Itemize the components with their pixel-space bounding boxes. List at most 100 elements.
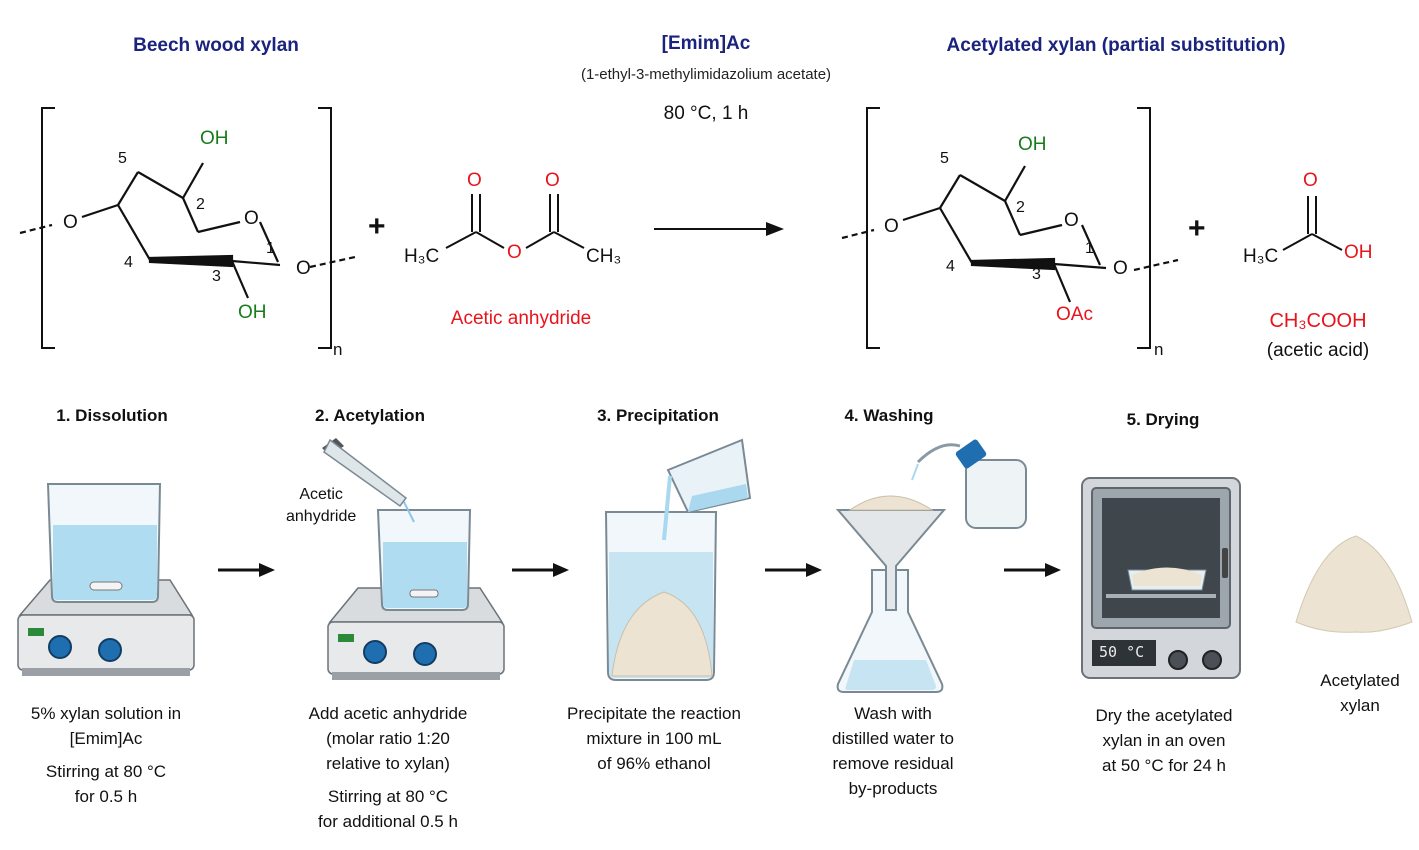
acetic-acid-formula: CH₃COOH [1269, 310, 1367, 332]
hotplate-stirrer-icon [327, 587, 505, 680]
step-2-line-2: (molar ratio 1:20 [326, 729, 450, 748]
step-3-line-3: of 96% ethanol [597, 754, 711, 773]
plus-sign-left: + [368, 210, 386, 243]
step-5-title: 5. Drying [1126, 410, 1200, 429]
wash-bottle-icon [911, 439, 1027, 529]
reaction-arrow [654, 222, 784, 236]
anhydride-bridging-o: O [507, 242, 522, 263]
ring-oxygen: O [244, 208, 259, 229]
step-2-line-4: Stirring at 80 °C [327, 787, 449, 806]
step-5-description: Dry the acetylated xylan in an oven at 5… [1095, 703, 1232, 778]
product-c3-acetyl: OAc [1056, 304, 1093, 325]
step-5-line-1: Dry the acetylated [1095, 706, 1233, 725]
right-bracket-open [866, 107, 880, 349]
solvent-name: (1-ethyl-3-methylimidazolium acetate) [580, 66, 832, 83]
arrow-right-icon [1004, 563, 1061, 577]
final-product-label: Acetylated xylan [1320, 668, 1399, 718]
step-1-line-2: [Emim]Ac [69, 729, 143, 748]
step-3-line-1: Precipitate the reaction [567, 704, 741, 723]
erlenmeyer-flask-icon [836, 569, 944, 693]
acetylated-xylan-ring [841, 165, 1179, 303]
final-product-line-1: Acetylated [1320, 671, 1400, 690]
c3-hydroxyl: OH [238, 302, 267, 323]
position-5-label: 5 [118, 150, 127, 167]
funnel-icon [835, 495, 947, 611]
step-1-line-3: Stirring at 80 °C [45, 762, 167, 781]
reaction-conditions: 80 °C, 1 h [663, 103, 749, 124]
step-4-description: Wash with distilled water to remove resi… [832, 701, 954, 801]
anhydride-name: Acetic anhydride [450, 308, 592, 329]
anhydride-methyl-left: H₃C [404, 246, 440, 267]
step-5-line-3: at 50 °C for 24 h [1102, 756, 1226, 775]
step-2-title: 2. Acetylation [315, 406, 425, 425]
product-glycosidic-oxygen-left: O [884, 216, 899, 237]
position-3-label: 3 [212, 268, 221, 285]
callout-line-2: anhydride [286, 508, 357, 525]
acetic-acid-structure [1282, 196, 1343, 251]
c2-hydroxyl: OH [200, 128, 229, 149]
position-1-label: 1 [266, 240, 275, 257]
glycosidic-oxygen-right: O [296, 258, 311, 279]
product-position-4: 4 [946, 258, 955, 275]
step-1-line-1: 5% xylan solution in [30, 704, 182, 723]
oven-icon [1081, 477, 1241, 679]
final-product-line-2: xylan [1340, 696, 1380, 715]
beaker-icon [46, 483, 162, 603]
step-1-description: 5% xylan solution in [Emim]Ac Stirring a… [31, 701, 181, 809]
step-4-line-1: Wash with [854, 704, 932, 723]
callout-line-1: Acetic [299, 486, 343, 503]
step-1-line-4: for 0.5 h [74, 787, 138, 806]
oven-temperature-display: 50 °C [1099, 643, 1145, 661]
arrow-right-icon [218, 563, 275, 577]
acetic-anhydride-structure [445, 194, 585, 249]
step-4-title: 4. Washing [844, 406, 934, 425]
step-4-line-3: remove residual [832, 754, 954, 773]
left-bracket-close [318, 107, 332, 349]
product-position-1: 1 [1085, 240, 1094, 257]
product-position-5: 5 [940, 150, 949, 167]
product-ring-oxygen: O [1064, 210, 1079, 231]
beaker-icon [604, 511, 718, 681]
repeat-unit-n-left: n [333, 340, 343, 359]
step-2-line-3: relative to xylan) [326, 754, 450, 773]
step-3-title: 3. Precipitation [597, 406, 719, 425]
position-4-label: 4 [124, 254, 133, 271]
step-3-description: Precipitate the reaction mixture in 100 … [567, 701, 741, 776]
reactant-label: Beech wood xylan [133, 35, 299, 56]
step-1-title: 1. Dissolution [56, 406, 168, 425]
step-4-line-4: by-products [848, 779, 938, 798]
glycosidic-oxygen-left: O [63, 212, 78, 233]
product-position-3: 3 [1032, 266, 1041, 283]
step-4-line-2: distilled water to [832, 729, 954, 748]
arrow-right-icon [765, 563, 822, 577]
acid-carbonyl-o: O [1303, 170, 1318, 191]
product-label: Acetylated xylan (partial substitution) [946, 35, 1286, 56]
acid-hydroxyl: OH [1344, 242, 1373, 263]
anhydride-carbonyl-o-2: O [545, 170, 560, 191]
pouring-cup-icon [662, 438, 752, 541]
product-c2-hydroxyl: OH [1018, 134, 1047, 155]
step-2-line-5: for additional 0.5 h [318, 812, 458, 831]
position-2-label: 2 [196, 196, 205, 213]
dropper-icon [322, 438, 415, 523]
product-position-2: 2 [1016, 199, 1025, 216]
acetic-acid-name: (acetic acid) [1266, 340, 1370, 361]
arrow-right-icon [512, 563, 569, 577]
powder-pile-icon [1295, 535, 1413, 633]
acetic-anhydride-callout: Acetic anhydride [286, 484, 356, 528]
xylan-ring [19, 162, 356, 299]
acid-methyl: H₃C [1243, 246, 1279, 267]
step-3-line-2: mixture in 100 mL [586, 729, 722, 748]
product-glycosidic-oxygen-right: O [1113, 258, 1128, 279]
anhydride-carbonyl-o-1: O [467, 170, 482, 191]
right-bracket-close [1137, 107, 1151, 349]
solvent-label: [Emim]Ac [661, 33, 751, 54]
step-2-description: Add acetic anhydride (molar ratio 1:20 r… [309, 701, 468, 834]
repeat-unit-n-right: n [1154, 340, 1164, 359]
step-2-line-1: Add acetic anhydride [308, 704, 468, 723]
plus-sign-right: + [1188, 212, 1206, 245]
anhydride-methyl-right: CH₃ [586, 246, 622, 267]
beaker-icon [376, 509, 472, 611]
